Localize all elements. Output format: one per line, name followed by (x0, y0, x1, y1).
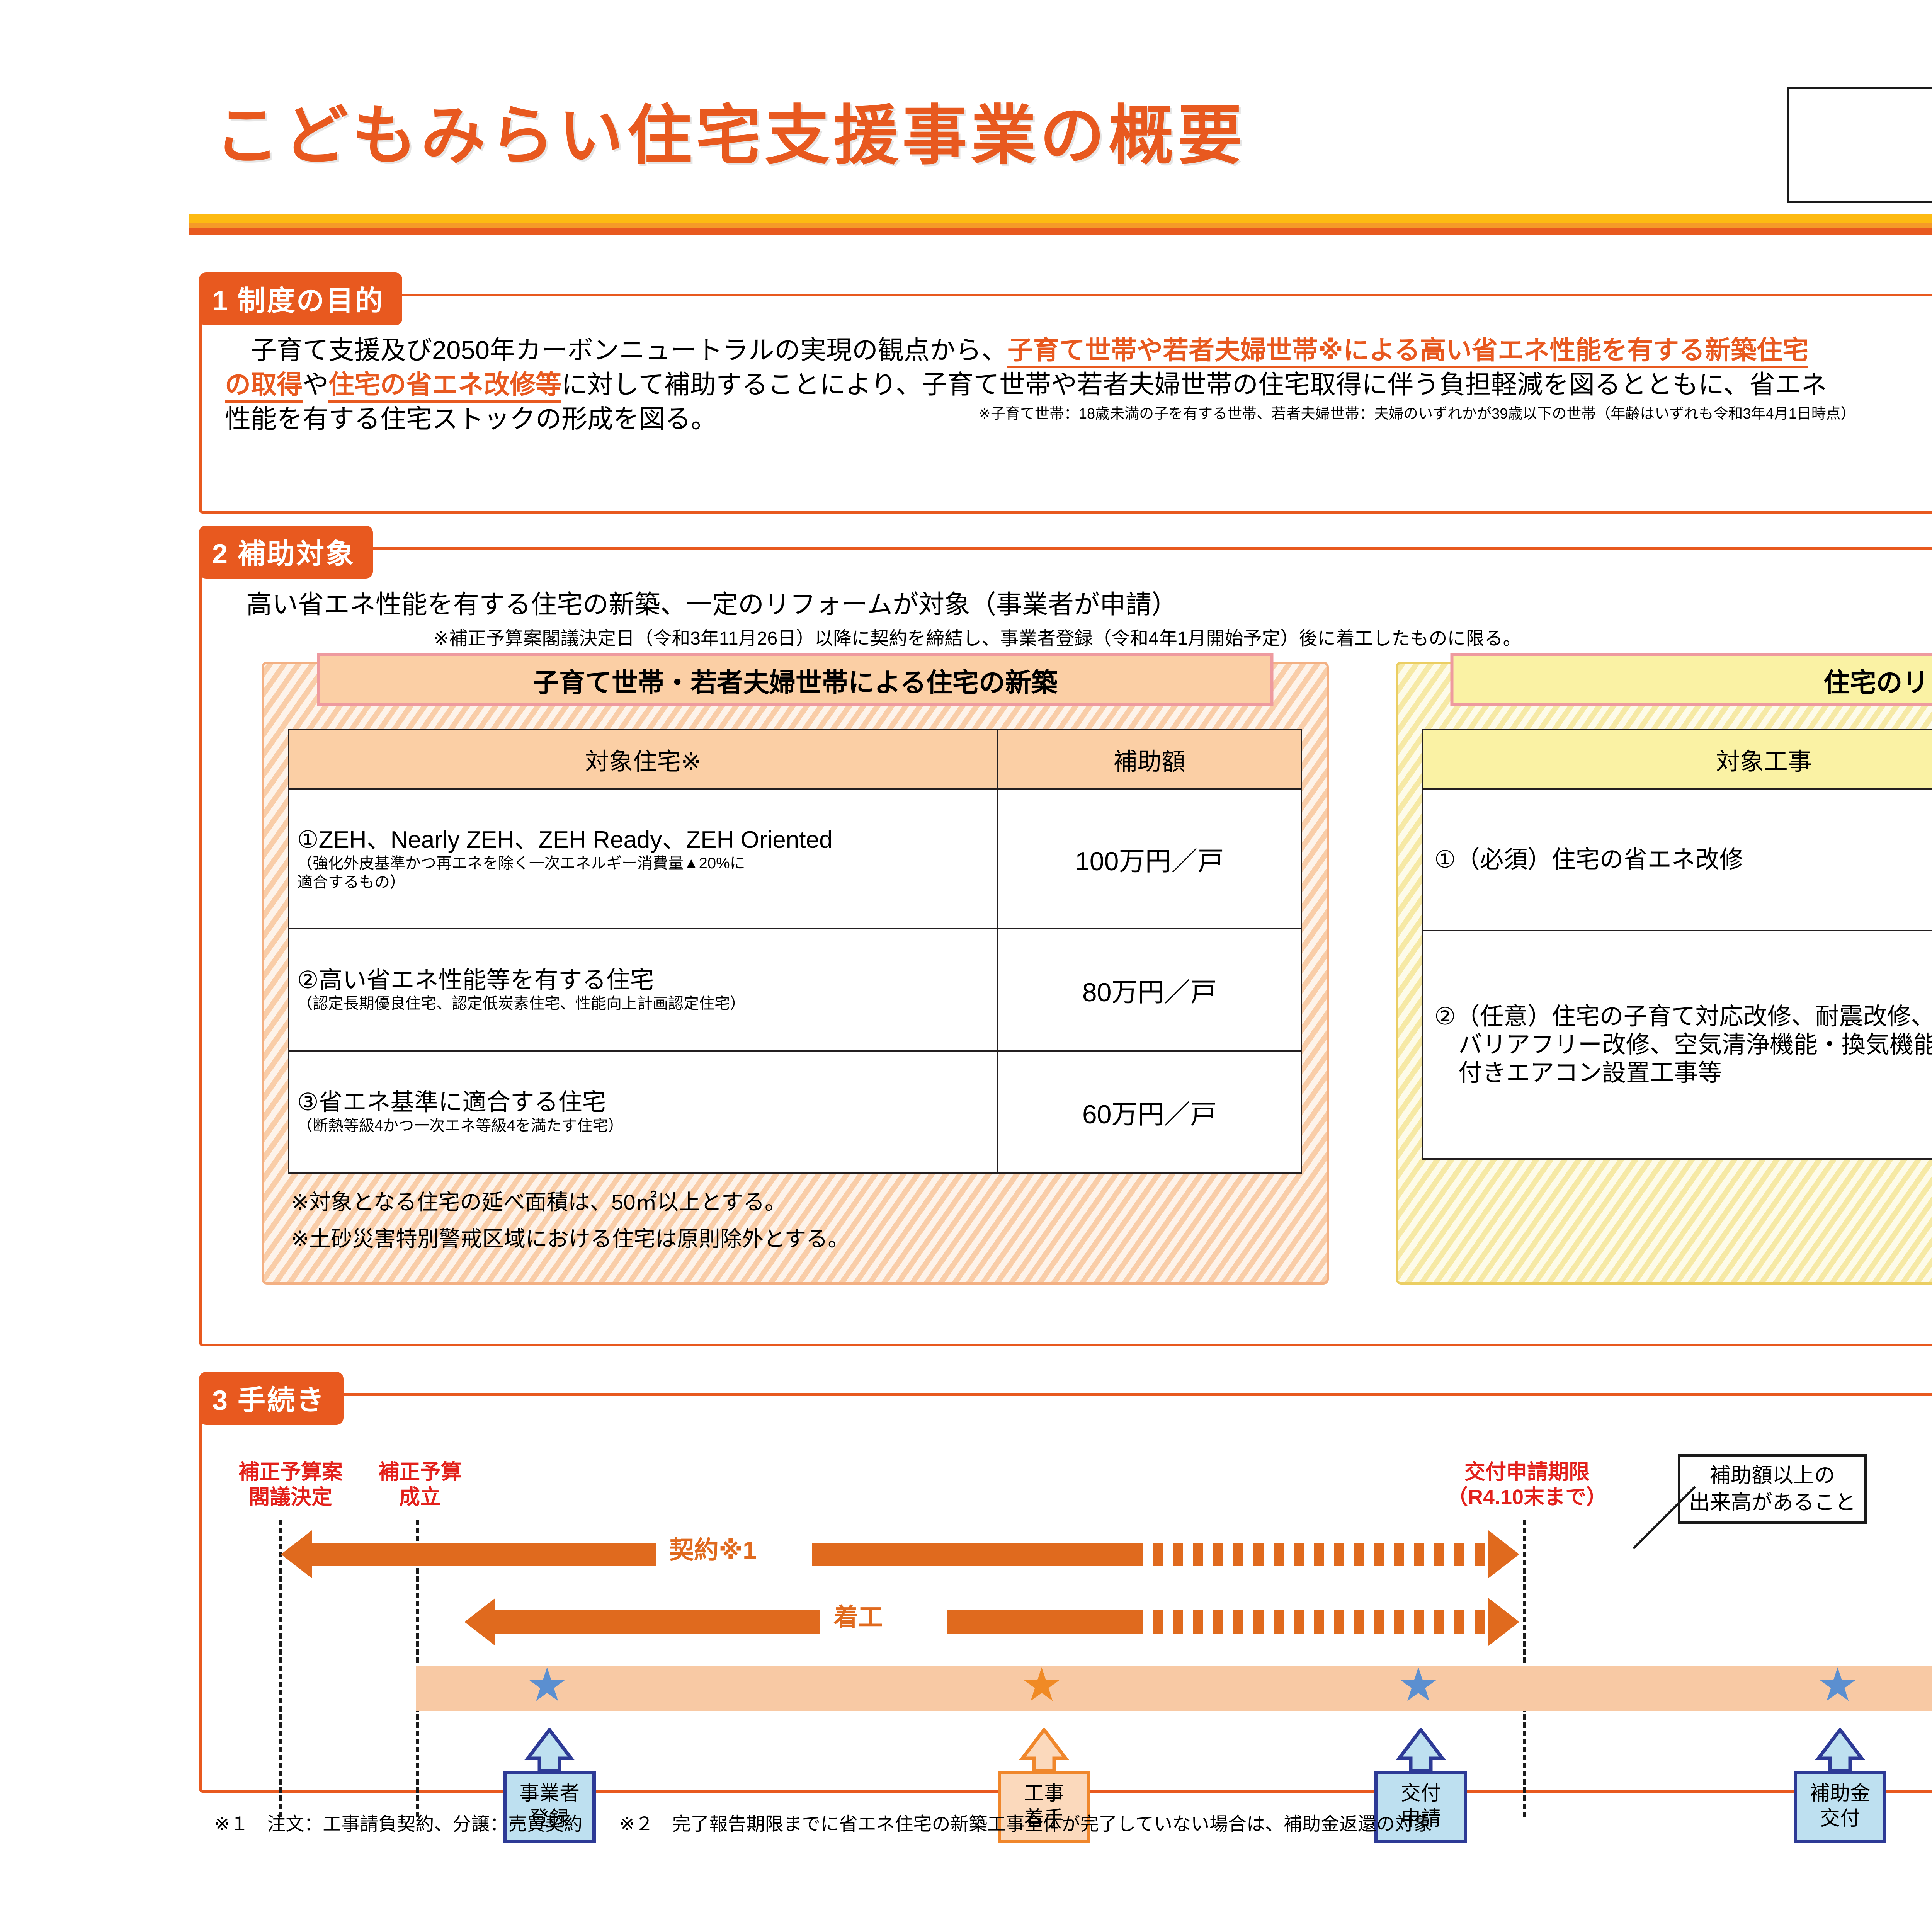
construction-arrow-left (464, 1598, 820, 1646)
col-header-amount: 補助額 (997, 729, 1302, 790)
new-build-panel-title: 子育て世帯・若者夫婦世帯による住宅の新築 (317, 653, 1274, 706)
section-2-number: 2 (212, 539, 230, 570)
new-build-table: 対象住宅※ 補助額 ①ZEH、Nearly ZEH、ZEH Ready、ZEH … (287, 729, 1302, 1174)
purpose-text-d: 性能を有する住宅ストックの形成を図る。 (225, 405, 717, 434)
purpose-highlight-3: 住宅の省エネ改修等 (328, 370, 561, 403)
row1-target-main: ①ZEH、Nearly ZEH、ZEH Ready、ZEH Oriented (297, 827, 833, 854)
node-construction-commence[interactable]: 工事 着手 (998, 1728, 1090, 1843)
node-business-registration[interactable]: 事業者 登録 (503, 1728, 596, 1843)
eligibility-lead: 高い省エネ性能を有する住宅の新築、一定のリフォームが対象（事業者が申請） (246, 590, 1177, 619)
page-title: こどもみらい住宅支援事業の概要 (214, 99, 1246, 172)
callout-progress-requirement: 補助額以上の 出来高があること (1678, 1454, 1867, 1525)
table-row: ③省エネ基準に適合する住宅 （断熱等級4かつ一次エネ等級4を満たす住宅） 60万… (287, 1050, 1302, 1174)
node-subsidy-payment[interactable]: 補助金 交付 (1794, 1728, 1886, 1843)
node-stem-arrow-up-blue (524, 1728, 575, 1771)
purpose-text-a: 子育て支援及び2050年カーボンニュートラルの実現の観点から、 (225, 336, 1008, 365)
title-divider-rule (189, 214, 1932, 235)
row3-amount: 60万円／戸 (997, 1050, 1302, 1174)
new-build-note-1: ※対象となる住宅の延べ面積は、50㎡以上とする。 (291, 1190, 786, 1214)
reform-row2-work-main: ②（任意）住宅の子育て対応改修、耐震改修、 バリアフリー改修、空気清浄機能・換気… (1434, 1003, 1932, 1087)
purpose-footnote: ※子育て世帯：18歳未満の子を有する世帯、若者夫婦世帯：夫婦のいずれかが39歳以… (978, 406, 1855, 422)
contract-arrow-label: 契約※1 (669, 1536, 757, 1564)
section-2-label: 補助対象 (238, 539, 355, 570)
node-stem-arrow-up-orange (1019, 1728, 1070, 1771)
star-marker-subsidy-payment: ★ (1817, 1659, 1859, 1711)
section-3-label: 手続き (238, 1385, 326, 1416)
col-header-target-work: 対象工事 (1422, 729, 1932, 790)
procedure-footnote: ※１ 注文：工事請負契約、分譲：売買契約 ※２ 完了報告期限までに省エネ住宅の新… (214, 1814, 1432, 1834)
new-build-note-2: ※土砂災害特別警戒区域における住宅は原則除外とする。 (291, 1227, 850, 1251)
node-stem-arrow-up-blue (1395, 1728, 1446, 1771)
milestone-label-grant-deadline: 交付申請期限 （R4.10末まで） (1447, 1460, 1607, 1509)
section-2-tab: 2 補助対象 (199, 526, 373, 579)
eligibility-subnote: ※補正予算案閣議決定日（令和3年11月26日）以降に契約を締結し、事業者登録（令… (434, 628, 1522, 649)
reform-table-header: 対象工事 補助額 (1422, 729, 1932, 790)
reform-row2-work: ②（任意）住宅の子育て対応改修、耐震改修、 バリアフリー改修、空気清浄機能・換気… (1422, 930, 1932, 1160)
construction-arrow-right-solid (947, 1610, 1133, 1634)
node-stem-arrow-up-blue (1815, 1728, 1866, 1771)
row2-target-sub: （認定長期優良住宅、認定低炭素住宅、性能向上計画認定住宅） (297, 995, 745, 1012)
section-1-tab: 1 制度の目的 (199, 272, 403, 325)
reform-row1-work-main: ①（必須）住宅の省エネ改修 (1434, 846, 1743, 873)
purpose-line-3: 性能を有する住宅ストックの形成を図る。 (225, 402, 1932, 436)
contract-arrow-left (281, 1530, 656, 1578)
row2-target: ②高い省エネ性能等を有する住宅 （認定長期優良住宅、認定低炭素住宅、性能向上計画… (287, 928, 998, 1052)
reform-panel-title: 住宅のリフォーム (1450, 653, 1932, 706)
row2-target-main: ②高い省エネ性能等を有する住宅 (297, 967, 654, 994)
construction-arrow-head (1488, 1598, 1519, 1646)
table-row: ②高い省エネ性能等を有する住宅 （認定長期優良住宅、認定低炭素住宅、性能向上計画… (287, 928, 1302, 1052)
star-marker-grant-application: ★ (1398, 1659, 1439, 1711)
row3-target-main: ③省エネ基準に適合する住宅 (297, 1089, 606, 1116)
section-1-label: 制度の目的 (238, 286, 385, 316)
reform-row1-work: ①（必須）住宅の省エネ改修 (1422, 788, 1932, 931)
new-build-panel: 子育て世帯・若者夫婦世帯による住宅の新築 対象住宅※ 補助額 ①ZEH、Near… (262, 653, 1329, 1285)
section-1-number: 1 (212, 286, 230, 316)
row2-amount: 80万円／戸 (997, 928, 1302, 1052)
table-row: ①（必須）住宅の省エネ改修 リフォーム工事内容 に応じて定める額 上限30万円／… (1422, 788, 1932, 931)
reform-table: 対象工事 補助額 ①（必須）住宅の省エネ改修 リフォーム工事内容 に応じて定める… (1422, 729, 1932, 1160)
construction-arrow-right-dotted (1133, 1610, 1488, 1634)
guide-line-cabinet-decision (279, 1520, 282, 1817)
milestone-label-budget-enacted: 補正予算 成立 (378, 1460, 462, 1509)
node-grant-application-label: 交付 申請 (1374, 1771, 1467, 1843)
node-construction-commence-label: 工事 着手 (998, 1771, 1090, 1843)
contract-arrow-right-dotted (1133, 1543, 1488, 1566)
col-header-target-house: 対象住宅※ (287, 729, 998, 790)
purpose-highlight-1: 子育て世帯や若者夫婦世帯※による高い省エネ性能を有する新築住宅 (1007, 336, 1809, 368)
row1-target: ①ZEH、Nearly ZEH、ZEH Ready、ZEH Oriented （… (287, 788, 998, 929)
purpose-highlight-2: の取得 (225, 370, 303, 403)
purpose-text-b: や (303, 370, 328, 400)
star-marker-construction-commence: ★ (1021, 1659, 1063, 1711)
callout-leader-line (1631, 1485, 1697, 1550)
table-row: ②（任意）住宅の子育て対応改修、耐震改修、 バリアフリー改修、空気清浄機能・換気… (1422, 930, 1932, 1160)
row3-target-sub: （断熱等級4かつ一次エネ等級4を満たす住宅） (297, 1117, 624, 1135)
row1-amount: 100万円／戸 (997, 788, 1302, 929)
process-band (416, 1666, 1932, 1711)
table-row: ①ZEH、Nearly ZEH、ZEH Ready、ZEH Oriented （… (287, 788, 1302, 929)
section-3-number: 3 (212, 1385, 230, 1416)
new-build-table-header: 対象住宅※ 補助額 (287, 729, 1302, 790)
row1-target-sub: （強化外皮基準かつ再エネを除く一次エネルギー消費量▲20%に 適合するもの） (297, 855, 745, 891)
reform-panel: 住宅のリフォーム 対象工事 補助額 ①（必須）住宅の省エネ改修 リフォーム工事内… (1396, 653, 1932, 1285)
section-procedure: 3 手続き 補正予算案 閣議決定 補正予算 成立 交付申請期限 （R4.10末まで… (199, 1372, 1932, 1843)
node-business-registration-label: 事業者 登録 (503, 1771, 596, 1843)
construction-arrow-label: 着工 (833, 1603, 883, 1631)
section-purpose: 1 制度の目的 子育て支援及び2050年カーボンニュートラルの実現の観点から、子育… (199, 272, 1932, 514)
purpose-line-2: の取得や住宅の省エネ改修等に対して補助することにより、子育て世帯や若者夫婦世帯の… (225, 368, 1932, 403)
budget-box: 国土交通省所管 令和3年度補正予算額：542億円 (1787, 87, 1932, 203)
section-1-body: 子育て支援及び2050年カーボンニュートラルの実現の観点から、子育て世帯や若者夫… (225, 333, 1932, 436)
purpose-text-c: に対して補助することにより、子育て世帯や若者夫婦世帯の住宅取得に伴う負担軽減を図… (561, 370, 1827, 400)
star-marker-business-registration: ★ (526, 1659, 568, 1711)
node-subsidy-payment-label: 補助金 交付 (1794, 1771, 1886, 1843)
row3-target: ③省エネ基準に適合する住宅 （断熱等級4かつ一次エネ等級4を満たす住宅） (287, 1050, 998, 1174)
section-3-tab: 3 手続き (199, 1372, 344, 1425)
contract-arrow-head (1488, 1530, 1519, 1578)
milestone-label-cabinet-decision: 補正予算案 閣議決定 (238, 1460, 343, 1509)
purpose-line-1: 子育て支援及び2050年カーボンニュートラルの実現の観点から、子育て世帯や若者夫… (225, 333, 1932, 368)
contract-arrow-right-solid (812, 1543, 1133, 1566)
section-eligibility: 2 補助対象 高い省エネ性能を有する住宅の新築、一定のリフォームが対象（事業者が申… (199, 526, 1932, 1346)
node-grant-application[interactable]: 交付 申請 (1374, 1728, 1467, 1843)
